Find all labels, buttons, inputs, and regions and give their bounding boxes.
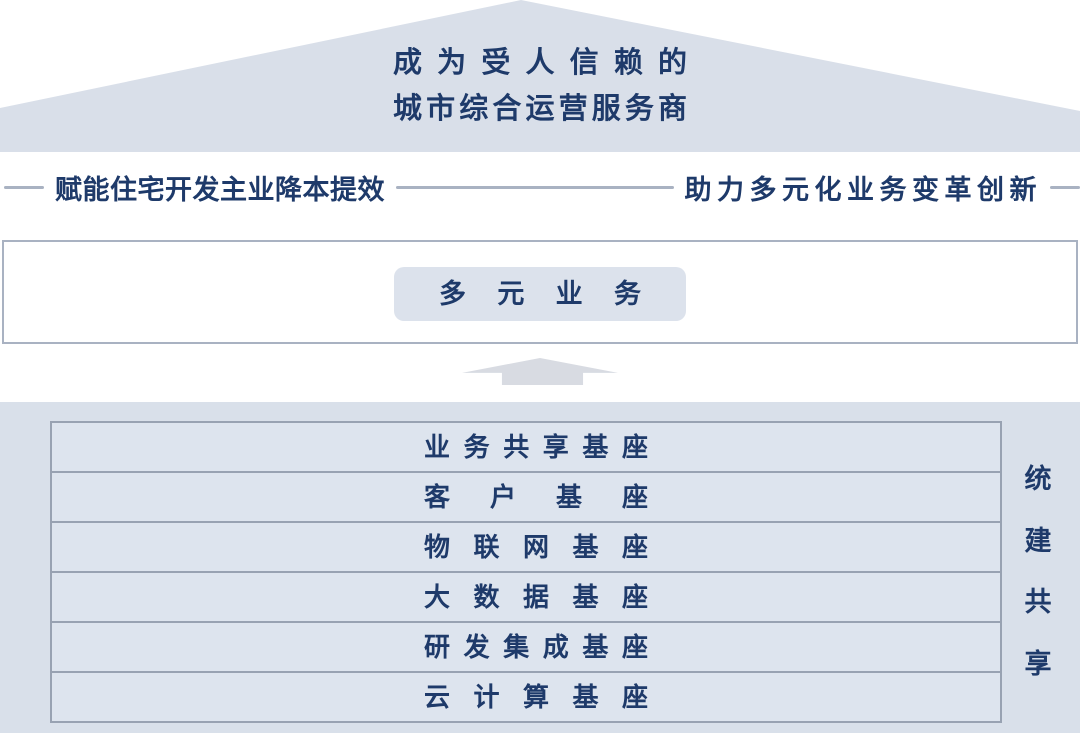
platform-row-cloud: 云计算基座 — [50, 671, 1002, 723]
platform-row-label: 物联网基座 — [424, 532, 648, 562]
platform-row-bigdata: 大数据基座 — [50, 571, 1002, 623]
tagline-right: 助力多元化业务变革创新 — [684, 174, 1042, 205]
platform-row-label: 客户基座 — [424, 482, 648, 512]
side-label-char: 建 — [1024, 525, 1052, 556]
up-arrow-icon — [462, 358, 618, 385]
side-label-char: 共 — [1024, 587, 1052, 618]
vision-line-2: 城市综合运营服务商 — [393, 93, 687, 125]
platform-row-label: 云计算基座 — [424, 682, 648, 712]
diversified-business-pill: 多元业务 — [394, 267, 686, 321]
vision-statement: 成为受人信赖的 城市综合运营服务商 — [393, 40, 687, 132]
platform-row-business-sharing: 业务共享基座 — [50, 421, 1002, 473]
tagline-left-dash — [4, 185, 44, 189]
platform-row-customer: 客户基座 — [50, 471, 1002, 523]
tagline-left: 赋能住宅开发主业降本提效 — [55, 174, 385, 205]
platform-row-label: 业务共享基座 — [424, 432, 648, 462]
platform-stack-rows: 业务共享基座 客户基座 物联网基座 大数据基座 研发集成基座 云计算基座 — [50, 421, 1002, 723]
side-label-char: 享 — [1024, 648, 1052, 679]
platform-stack-panel: 业务共享基座 客户基座 物联网基座 大数据基座 研发集成基座 云计算基座 统 建… — [0, 402, 1080, 733]
diversified-business-label: 多元业务 — [439, 279, 641, 309]
side-label-char: 统 — [1024, 464, 1052, 494]
platform-row-label: 研发集成基座 — [424, 632, 648, 662]
vision-line-1: 成为受人信赖的 — [393, 47, 687, 79]
tagline-connector-line — [396, 185, 674, 189]
platform-row-label: 大数据基座 — [424, 582, 648, 612]
platform-row-rnd-integration: 研发集成基座 — [50, 621, 1002, 673]
tagline-right-dash — [1050, 185, 1080, 189]
platform-row-iot: 物联网基座 — [50, 521, 1002, 573]
diversified-business-box: 多元业务 — [2, 240, 1078, 344]
unified-shared-side-label: 统 建 共 享 — [1023, 465, 1053, 678]
tagline-row: 赋能住宅开发主业降本提效 助力多元化业务变革创新 — [0, 168, 1080, 206]
